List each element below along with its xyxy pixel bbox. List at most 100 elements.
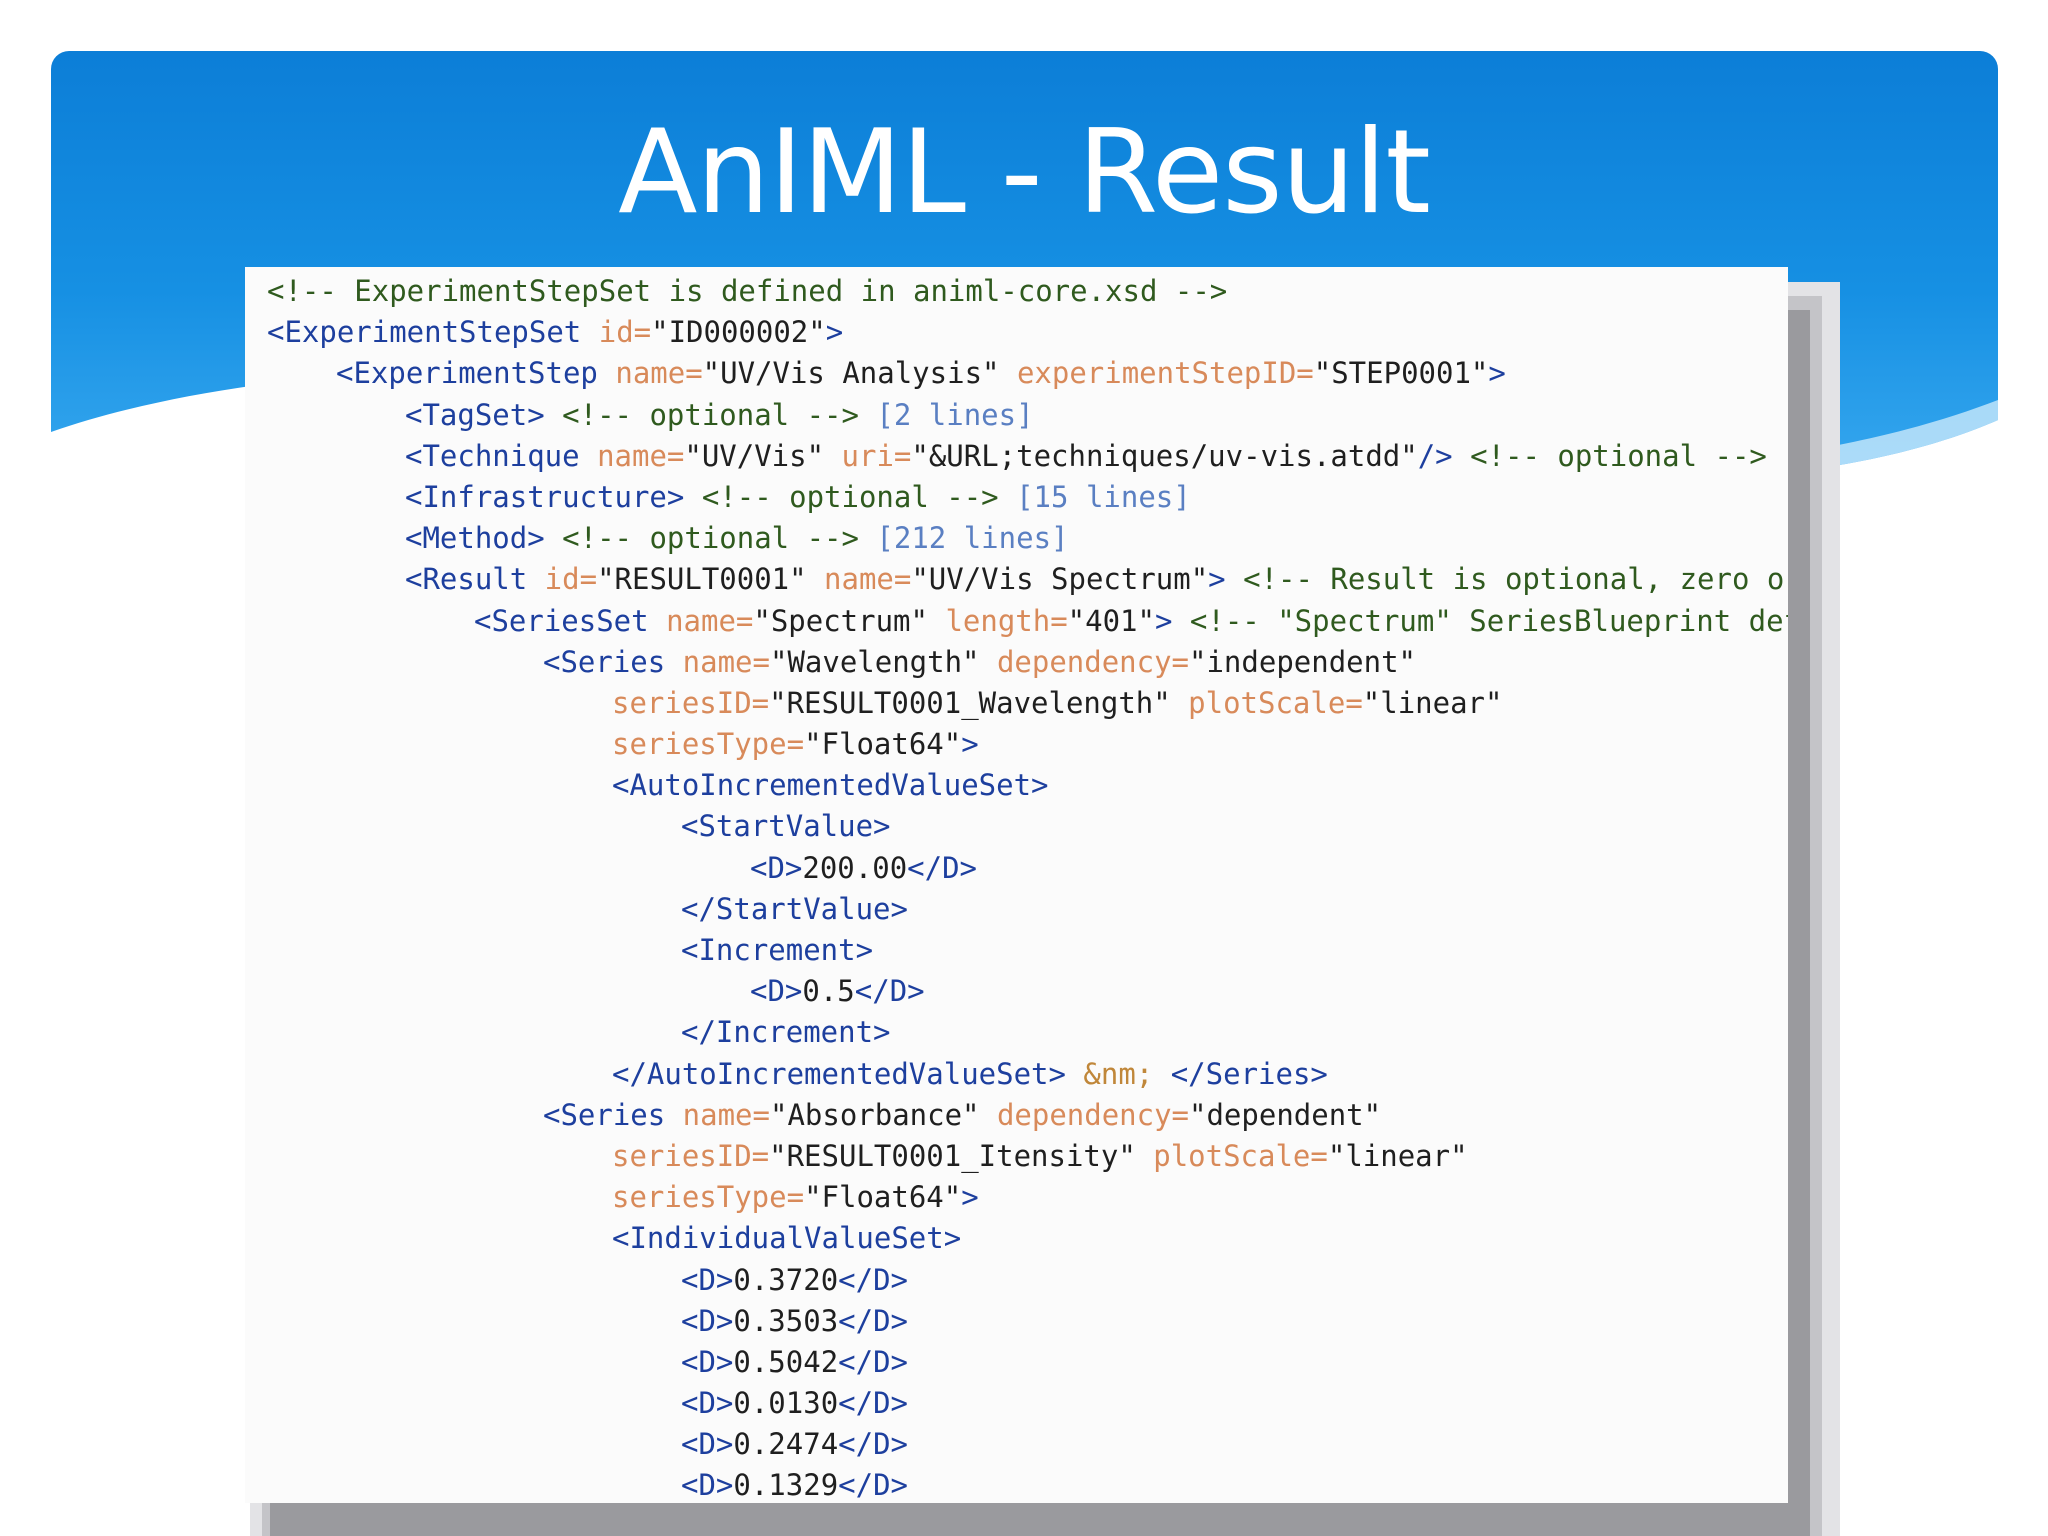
code-token-tag: </D> — [838, 1386, 908, 1421]
code-token-tag: <D> — [681, 1427, 734, 1462]
code-token-tag: </D> — [838, 1344, 908, 1379]
code-token-text: 0.5 — [802, 974, 855, 1009]
code-token-attr: name= — [806, 562, 912, 597]
slide-title: AnIML - Result — [618, 105, 1431, 240]
code-line: <!-- ExperimentStepSet is defined in ani… — [245, 271, 1788, 312]
code-token-attr: seriesType= — [612, 1180, 805, 1215]
code-line: <Technique name="UV/Vis" uri="&URL;techn… — [245, 436, 1788, 477]
code-token-tag: <IndividualValueSet> — [612, 1221, 962, 1256]
code-token-val: "RESULT0001_Wavelength" — [769, 685, 1171, 720]
code-token-text: 0.1329 — [733, 1468, 839, 1503]
code-token-attr: name= — [665, 1097, 770, 1132]
code-token-tag: > — [1208, 562, 1226, 597]
code-line: <D>0.5042</D> — [245, 1342, 1788, 1383]
code-token-attr: name= — [665, 644, 770, 679]
code-token-val: "Float64" — [804, 1180, 962, 1215]
code-line: <D>0.3720</D> — [245, 1260, 1788, 1301]
code-token-text: 0.3720 — [733, 1262, 839, 1297]
xml-code-panel: <!-- ExperimentStepSet is defined in ani… — [245, 267, 1788, 1503]
code-token-attr: experimentStepID= — [999, 356, 1314, 391]
code-token-val: "&URL;techniques/uv-vis.atdd" — [911, 438, 1418, 473]
code-token-tag: </Increment> — [681, 1015, 891, 1050]
code-token-comment: <!-- Result is optional, zero or — [1225, 562, 1788, 597]
code-line: <D>0.5</D> — [245, 971, 1788, 1012]
code-token-val: "UV/Vis" — [684, 438, 825, 473]
code-token-tag: </D> — [838, 1303, 908, 1338]
code-token-tag: </Series> — [1153, 1056, 1328, 1091]
code-token-tag: > — [961, 1180, 979, 1215]
code-token-text: 0.3503 — [733, 1303, 839, 1338]
code-token-tag: /> — [1417, 438, 1453, 473]
code-token-val: "Absorbance" — [769, 1097, 980, 1132]
code-token-text: 0.2474 — [733, 1427, 839, 1462]
code-token-tag: <Technique — [405, 438, 580, 473]
code-token-attr: plotScale= — [1170, 685, 1363, 720]
code-token-tag: <Result — [405, 562, 528, 597]
code-token-tag: > — [1488, 356, 1506, 391]
code-line: <D>200.00</D> — [245, 848, 1788, 889]
code-token-tag: <Infrastructure> — [405, 479, 685, 514]
code-token-attr: uri= — [824, 438, 912, 473]
code-token-comment: <!-- "Spectrum" SeriesBlueprint def — [1172, 603, 1788, 638]
code-line: <StartValue> — [245, 806, 1788, 847]
code-line: seriesID="RESULT0001_Itensity" plotScale… — [245, 1136, 1788, 1177]
code-line: </AutoIncrementedValueSet> &nm; </Series… — [245, 1054, 1788, 1095]
code-token-text: 0.0130 — [733, 1386, 839, 1421]
code-line: </Increment> — [245, 1012, 1788, 1053]
code-token-tag: <ExperimentStepSet — [267, 315, 582, 350]
code-token-tag: </AutoIncrementedValueSet> — [612, 1056, 1066, 1091]
code-token-text: 0.5042 — [733, 1344, 839, 1379]
code-line: <TagSet> <!-- optional --> [2 lines] — [245, 395, 1788, 436]
code-token-tag: > — [961, 727, 979, 762]
code-line: <ExperimentStep name="UV/Vis Analysis" e… — [245, 353, 1788, 394]
code-token-attr: length= — [927, 603, 1068, 638]
code-line: <D>0.0130</D> — [245, 1383, 1788, 1424]
code-token-val: "independent" — [1189, 644, 1416, 679]
code-token-attr: plotScale= — [1135, 1138, 1328, 1173]
code-line: <SeriesSet name="Spectrum" length="401">… — [245, 601, 1788, 642]
code-token-val: "RESULT0001_Itensity" — [769, 1138, 1136, 1173]
code-line: <Result id="RESULT0001" name="UV/Vis Spe… — [245, 559, 1788, 600]
code-token-attr: dependency= — [979, 644, 1190, 679]
code-line: <Increment> — [245, 930, 1788, 971]
code-line: <Series name="Wavelength" dependency="in… — [245, 642, 1788, 683]
code-token-tag: <Series — [543, 1097, 666, 1132]
code-token-tag: <D> — [681, 1386, 734, 1421]
code-token-attr: dependency= — [979, 1097, 1190, 1132]
code-token-comment: <!-- optional --> — [684, 479, 999, 514]
code-token-tag: </StartValue> — [681, 891, 908, 926]
code-token-tag: <AutoIncrementedValueSet> — [612, 768, 1049, 803]
code-token-tag: <TagSet> — [405, 397, 545, 432]
code-token-val: "linear" — [1327, 1138, 1468, 1173]
code-token-tag: <ExperimentStep — [336, 356, 598, 391]
code-line: seriesType="Float64"> — [245, 724, 1788, 765]
code-line: <D>0.2474</D> — [245, 1424, 1788, 1465]
code-token-val: "linear" — [1362, 685, 1503, 720]
code-token-attr: seriesID= — [612, 685, 770, 720]
code-token-comment: <!-- optional --> — [1452, 438, 1767, 473]
code-token-comment: <!-- optional --> — [544, 521, 859, 556]
code-token-tag: <D> — [681, 1303, 734, 1338]
code-token-tag: > — [1154, 603, 1173, 638]
code-token-tag: <Method> — [405, 521, 545, 556]
code-token-val: "ID000002" — [651, 315, 826, 350]
code-line: seriesType="Float64"> — [245, 1177, 1788, 1218]
code-token-note: [2 lines] — [858, 397, 1034, 432]
code-line: <D>0.3503</D> — [245, 1301, 1788, 1342]
code-token-tag: <D> — [681, 1468, 734, 1503]
code-token-attr: name= — [648, 603, 754, 638]
code-token-tag: <Series — [543, 644, 666, 679]
code-token-tag: > — [825, 315, 844, 350]
code-token-val: "Wavelength" — [769, 644, 980, 679]
code-line: <ExperimentStepSet id="ID000002"> — [245, 312, 1788, 353]
code-token-attr: seriesType= — [612, 727, 805, 762]
code-token-tag: <Increment> — [681, 933, 874, 967]
code-token-text: 200.00 — [802, 850, 908, 885]
code-token-tag: <D> — [681, 1262, 734, 1297]
code-token-attr: id= — [527, 562, 598, 597]
code-token-tag: </D> — [838, 1427, 908, 1462]
code-token-comment: <!-- optional --> — [544, 397, 859, 432]
code-line: <Infrastructure> <!-- optional --> [15 l… — [245, 477, 1788, 518]
code-token-entity: &nm; — [1065, 1056, 1154, 1091]
code-line: <IndividualValueSet> — [245, 1218, 1788, 1259]
